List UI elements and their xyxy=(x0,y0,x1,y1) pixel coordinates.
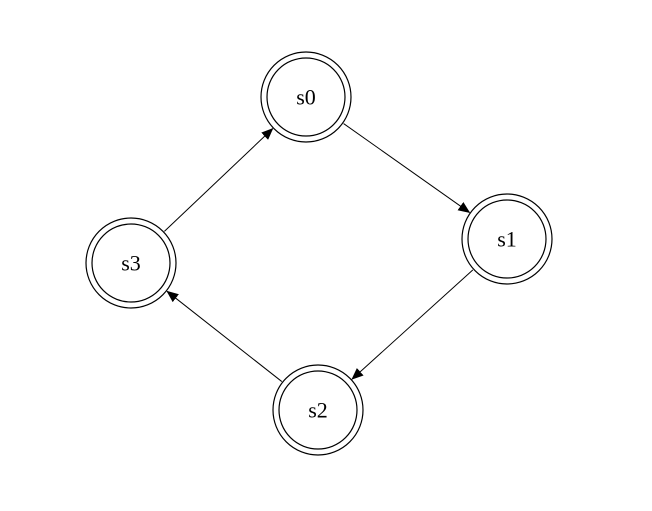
state-inner-circle xyxy=(278,370,358,450)
state-inner-circle xyxy=(266,57,346,137)
state-s0: s0 xyxy=(260,51,352,143)
state-label: s2 xyxy=(308,398,328,423)
transition-s1-to-s2 xyxy=(351,269,474,380)
state-s3: s3 xyxy=(85,217,177,309)
transitions xyxy=(164,123,474,382)
state-s2: s2 xyxy=(272,364,364,456)
state-label: s1 xyxy=(497,227,517,252)
transition-s2-to-s3 xyxy=(166,290,283,382)
state-inner-circle xyxy=(467,199,547,279)
states: s0 s1 s2 s3 xyxy=(85,51,553,456)
state-inner-circle xyxy=(91,223,171,303)
state-label: s3 xyxy=(121,251,141,276)
state-label: s0 xyxy=(296,85,316,110)
transition-s3-to-s0 xyxy=(164,127,274,232)
state-s1: s1 xyxy=(461,193,553,285)
transition-s0-to-s1 xyxy=(343,123,471,214)
